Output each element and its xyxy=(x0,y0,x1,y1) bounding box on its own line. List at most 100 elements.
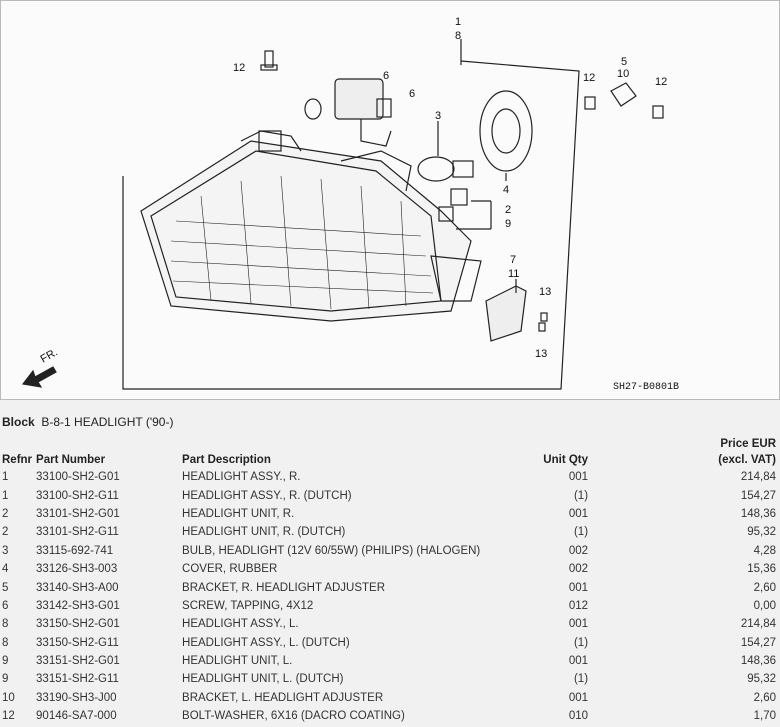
cell-qty: 001 xyxy=(568,691,589,704)
block-label: Block xyxy=(2,415,35,429)
callout-7: 7 xyxy=(510,254,516,266)
cell-part-number: 33101-SH2-G01 xyxy=(36,507,120,520)
cell-description: BRACKET, L. HEADLIGHT ADJUSTER xyxy=(182,691,384,704)
cell-price: 95,32 xyxy=(747,526,776,539)
cell-part-number: 33142-SH3-G01 xyxy=(36,599,120,612)
block-title: B-8-1 HEADLIGHT ('90-) xyxy=(41,415,174,429)
callout-12: 12 xyxy=(233,62,245,74)
cell-refnr: 3 xyxy=(2,544,9,557)
cell-part-number: 33151-SH2-G01 xyxy=(36,655,120,668)
cell-refnr: 1 xyxy=(2,489,9,502)
block-heading: Block B-8-1 HEADLIGHT ('90-) xyxy=(2,415,173,429)
cell-refnr: 8 xyxy=(2,636,9,649)
table-row: 10 33190-SH3-J00 BRACKET, L. HEADLIGHT ADJ… xyxy=(0,689,780,707)
cell-price: 4,28 xyxy=(753,544,776,557)
table-row: 1 33100-SH2-G11 HEADLIGHT ASSY., R. (DUTCH… xyxy=(0,486,780,504)
table-row: 8 33150-SH2-G11 HEADLIGHT ASSY., L. (DUTCH… xyxy=(0,634,780,652)
cell-part-number: 33140-SH3-A00 xyxy=(36,581,119,594)
callout-1: 1 xyxy=(455,16,461,28)
cell-description: SCREW, TAPPING, 4X12 xyxy=(182,599,314,612)
table-header: Refnr Part Number Part Description Unit … xyxy=(0,432,780,468)
callout-4: 4 xyxy=(503,184,509,196)
cell-description: HEADLIGHT UNIT, L. xyxy=(182,655,293,668)
cell-refnr: 6 xyxy=(2,599,9,612)
cell-price: 2,60 xyxy=(753,581,776,594)
cell-qty: (1) xyxy=(573,489,589,502)
cell-price: 0,00 xyxy=(753,599,776,612)
cell-refnr: 2 xyxy=(2,526,9,539)
cell-part-number: 33101-SH2-G11 xyxy=(36,526,119,539)
cell-part-number: 33126-SH3-003 xyxy=(36,563,118,576)
header-part-number: Part Number xyxy=(36,454,106,466)
cell-price: 1,70 xyxy=(753,710,776,723)
header-price: Price EUR(excl. VAT) xyxy=(590,432,780,468)
cell-part-number: 33150-SH2-G11 xyxy=(36,636,119,649)
callout-13: 13 xyxy=(539,286,551,298)
cell-qty: 002 xyxy=(568,563,589,576)
cell-qty: 001 xyxy=(568,581,589,594)
callout-2: 2 xyxy=(505,204,511,216)
cell-description: HEADLIGHT UNIT, R. xyxy=(182,507,295,520)
cell-part-number: 33100-SH2-G11 xyxy=(36,489,119,502)
cell-refnr: 9 xyxy=(2,655,9,668)
table-row: 2 33101-SH2-G11 HEADLIGHT UNIT, R. (DUTCH)… xyxy=(0,523,780,541)
cell-qty: 010 xyxy=(568,710,589,723)
cell-refnr: 5 xyxy=(2,581,9,594)
cell-qty: 001 xyxy=(568,618,589,631)
cell-description: HEADLIGHT UNIT, R. (DUTCH) xyxy=(182,526,346,539)
cell-refnr: 9 xyxy=(2,673,9,686)
table-row: 6 33142-SH3-G01 SCREW, TAPPING, 4X12 012 0,0… xyxy=(0,597,780,615)
header-refnr: Refnr xyxy=(2,454,33,466)
cell-qty: 002 xyxy=(568,544,589,557)
cell-description: HEADLIGHT UNIT, L. (DUTCH) xyxy=(182,673,344,686)
cell-price: 95,32 xyxy=(747,673,776,686)
cell-qty: (1) xyxy=(573,673,589,686)
cell-description: BOLT-WASHER, 6X16 (DACRO COATING) xyxy=(182,710,405,723)
cell-refnr: 10 xyxy=(2,691,15,704)
cell-qty: 001 xyxy=(568,507,589,520)
callout-5: 5 xyxy=(621,56,627,68)
cell-qty: 012 xyxy=(568,599,589,612)
cell-refnr: 1 xyxy=(2,471,9,484)
cell-refnr: 12 xyxy=(2,710,15,723)
callout-11: 11 xyxy=(508,268,519,280)
cell-price: 2,60 xyxy=(753,691,776,704)
cell-part-number: 33151-SH2-G11 xyxy=(36,673,119,686)
cell-description: BRACKET, R. HEADLIGHT ADJUSTER xyxy=(182,581,386,594)
callout-6b: 6 xyxy=(409,88,415,100)
header-qty: Unit Qty xyxy=(543,454,589,466)
cell-description: COVER, RUBBER xyxy=(182,563,278,576)
headlight-exploded-view: 1 8 12 6 6 3 5 10 12 12 4 2 9 7 11 13 13… xyxy=(21,16,679,393)
table-row: 5 33140-SH3-A00 BRACKET, R. HEADLIGHT ADJU… xyxy=(0,578,780,596)
callout-6: 6 xyxy=(383,70,389,82)
table-row: 2 33101-SH2-G01 HEADLIGHT UNIT, R. 001 148,3… xyxy=(0,505,780,523)
cell-qty: 001 xyxy=(568,471,589,484)
header-description: Part Description xyxy=(182,454,271,466)
cell-description: HEADLIGHT ASSY., L. xyxy=(182,618,299,631)
cell-part-number: 33115-692-741 xyxy=(36,544,114,557)
cell-description: HEADLIGHT ASSY., L. (DUTCH) xyxy=(182,636,350,649)
cell-description: HEADLIGHT ASSY., R. (DUTCH) xyxy=(182,489,352,502)
cell-refnr: 2 xyxy=(2,507,9,520)
drawing-code: SH27-B0801B xyxy=(613,382,679,393)
cell-price: 148,36 xyxy=(740,507,776,520)
cell-refnr: 4 xyxy=(2,563,9,576)
parts-table: Refnr Part Number Part Description Unit … xyxy=(0,432,780,725)
cell-part-number: 33190-SH3-J00 xyxy=(36,691,117,704)
cell-price: 154,27 xyxy=(740,636,776,649)
cell-price: 214,84 xyxy=(740,471,776,484)
cell-qty: 001 xyxy=(568,655,589,668)
parts-diagram: 1 8 12 6 6 3 5 10 12 12 4 2 9 7 11 13 13… xyxy=(0,0,780,400)
callout-13b: 13 xyxy=(535,348,547,360)
cell-refnr: 8 xyxy=(2,618,9,631)
table-row: 12 90146-SA7-000 BOLT-WASHER, 6X16 (DACRO … xyxy=(0,707,780,725)
callout-12c: 12 xyxy=(655,76,667,88)
cell-part-number: 90146-SA7-000 xyxy=(36,710,117,723)
header-price-line2: (excl. VAT) xyxy=(718,454,776,466)
callout-8: 8 xyxy=(455,30,461,42)
